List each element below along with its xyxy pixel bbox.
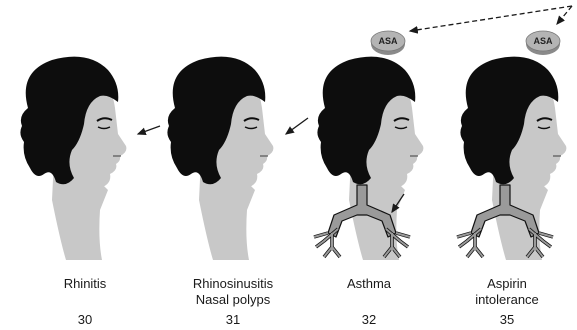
face-rhinosinusitis: [167, 57, 273, 260]
age-asthma: 32: [329, 312, 409, 327]
stage-sublabel: Nasal polyps: [168, 292, 298, 308]
arrow-dashed-to-left-pill: [410, 6, 572, 31]
aspirin-pill-right: ASA: [526, 31, 560, 55]
stage-label: Rhinosinusitis: [168, 276, 298, 292]
caption-rhinosinusitis: Rhinosinusitis Nasal polyps: [168, 276, 298, 308]
face-rhinitis: [20, 57, 126, 260]
arrow-nose-rhinosinusitis: [286, 118, 308, 134]
stage-label: Rhinitis: [20, 276, 150, 292]
arrow-nose-rhinitis: [138, 126, 160, 134]
caption-aspirin-intolerance: Aspirin intolerance: [442, 276, 572, 308]
caption-rhinitis: Rhinitis: [20, 276, 150, 292]
pill-label-left: ASA: [378, 36, 398, 46]
age-aspirin-intolerance: 35: [467, 312, 547, 327]
pill-label-right: ASA: [533, 36, 553, 46]
age-rhinitis: 30: [45, 312, 125, 327]
stage-label: Asthma: [304, 276, 434, 292]
aspirin-pill-left: ASA: [371, 31, 405, 55]
caption-asthma: Asthma: [304, 276, 434, 292]
stage-label: Aspirin: [442, 276, 572, 292]
age-rhinosinusitis: 31: [193, 312, 273, 327]
stage-sublabel: intolerance: [442, 292, 572, 308]
arrow-dashed-to-right-pill: [557, 6, 572, 24]
